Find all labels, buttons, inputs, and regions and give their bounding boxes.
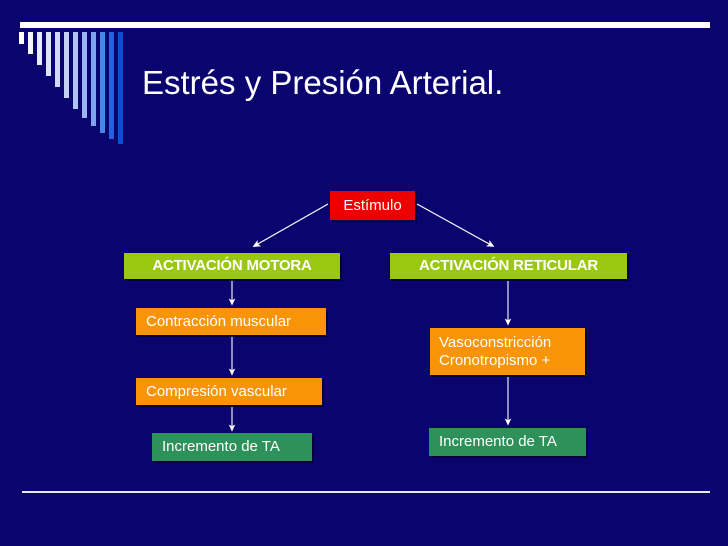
node-muscle-contraction-label: Contracción muscular [146, 312, 292, 330]
node-vascular-compression-label: Compresión vascular [146, 382, 287, 400]
node-reticular-activation[interactable]: ACTIVACIÓN RETICULAR [390, 253, 627, 279]
node-ta-increase-right-label: Incremento de TA [439, 433, 557, 451]
decoration-bar [19, 32, 24, 44]
node-ta-increase-left[interactable]: Incremento de TA [152, 433, 312, 461]
node-stimulus[interactable]: Estímulo [330, 191, 415, 220]
decoration-bar [28, 32, 33, 54]
decoration-bar [82, 32, 87, 118]
node-vasoconstriction[interactable]: Vasoconstricción Cronotropismo + [430, 328, 585, 375]
node-muscle-contraction[interactable]: Contracción muscular [136, 308, 326, 335]
node-vasoconstriction-line1: Vasoconstricción [439, 333, 552, 351]
node-vasoconstriction-line2: Cronotropismo + [439, 351, 551, 369]
page-title: Estrés y Presión Arterial. [142, 64, 504, 101]
decoration-bar [55, 32, 60, 87]
node-ta-increase-right[interactable]: Incremento de TA [429, 428, 586, 456]
node-motor-activation[interactable]: ACTIVACIÓN MOTORA [124, 253, 340, 279]
footer-rule [22, 491, 710, 493]
decoration-bar [37, 32, 42, 65]
header-rule [20, 22, 710, 28]
node-vascular-compression[interactable]: Compresión vascular [136, 378, 322, 405]
node-reticular-activation-label: ACTIVACIÓN RETICULAR [418, 257, 599, 275]
gradient-bar-fan-decoration [19, 32, 129, 144]
decoration-bar [109, 32, 114, 139]
node-stimulus-label: Estímulo [343, 196, 402, 214]
decoration-bar [100, 32, 105, 133]
decoration-bar [73, 32, 78, 109]
decoration-bar [118, 32, 123, 144]
decoration-bar [64, 32, 69, 98]
node-ta-increase-left-label: Incremento de TA [162, 438, 280, 456]
decoration-bar [46, 32, 51, 76]
decoration-bar [91, 32, 96, 126]
node-motor-activation-label: ACTIVACIÓN MOTORA [152, 257, 312, 275]
node-vasoconstriction-lines: Vasoconstricción Cronotropismo + [439, 334, 551, 369]
